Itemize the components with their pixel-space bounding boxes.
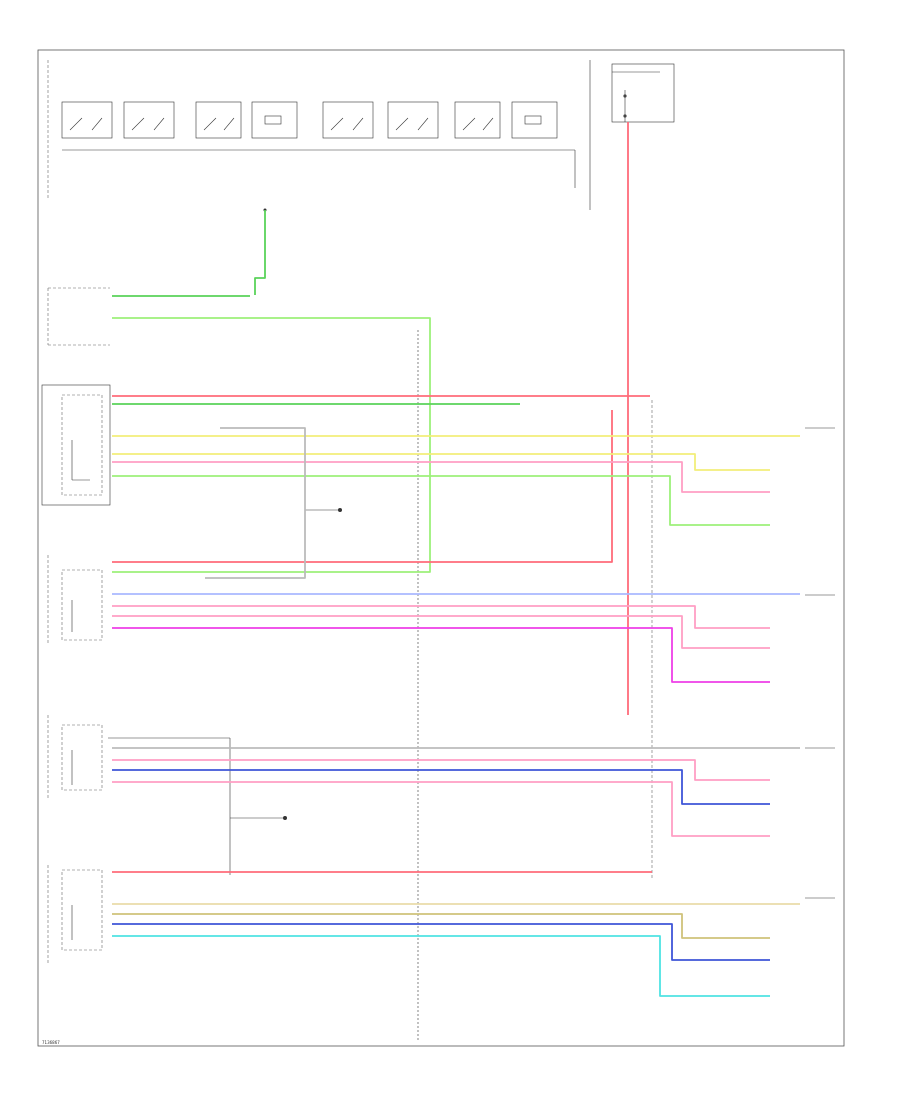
wire-pink-5	[112, 781, 770, 837]
switch-3	[195, 101, 242, 139]
wire-harness	[112, 122, 800, 997]
right-bracket-markers	[805, 427, 835, 899]
wire-blue-2	[112, 769, 770, 805]
wire-pink-1	[112, 461, 770, 493]
seat-switch-row	[47, 60, 591, 210]
switch-8	[511, 101, 558, 139]
wire-green-main-run	[112, 317, 431, 573]
passenger-seat-back-module	[47, 865, 103, 965]
wire-red-heater-2	[112, 410, 613, 563]
switch-1	[61, 101, 113, 139]
switch-5	[322, 101, 374, 139]
wire-yellow-2	[112, 453, 770, 471]
wire-black-loop-1	[205, 427, 306, 579]
module-dash-box	[47, 287, 110, 346]
wire-olive-1	[112, 913, 770, 939]
wire-green-vertical-top	[254, 210, 266, 295]
wire-magenta-1	[112, 627, 770, 683]
diagram-border	[37, 49, 845, 1047]
diagram-code: 7136867	[42, 1040, 60, 1045]
wire-cyan-1	[112, 935, 770, 997]
passenger-seat-cushion-module	[47, 715, 231, 875]
switch-7	[454, 101, 501, 139]
switch-4	[251, 101, 298, 139]
wire-pink-2	[112, 605, 770, 629]
wire-lightgreen-1	[112, 475, 770, 526]
ground-symbol-2	[230, 816, 287, 820]
ground-symbol-1	[305, 508, 342, 512]
switch-6	[387, 101, 439, 139]
wire-pink-3	[112, 615, 770, 649]
driver-seat-back-module	[47, 555, 103, 645]
driver-seat-heater-module	[41, 384, 111, 506]
wire-pink-4	[112, 759, 770, 781]
wire-blue-3	[112, 923, 770, 961]
switch-2	[123, 101, 175, 139]
fuse-block	[611, 63, 675, 123]
